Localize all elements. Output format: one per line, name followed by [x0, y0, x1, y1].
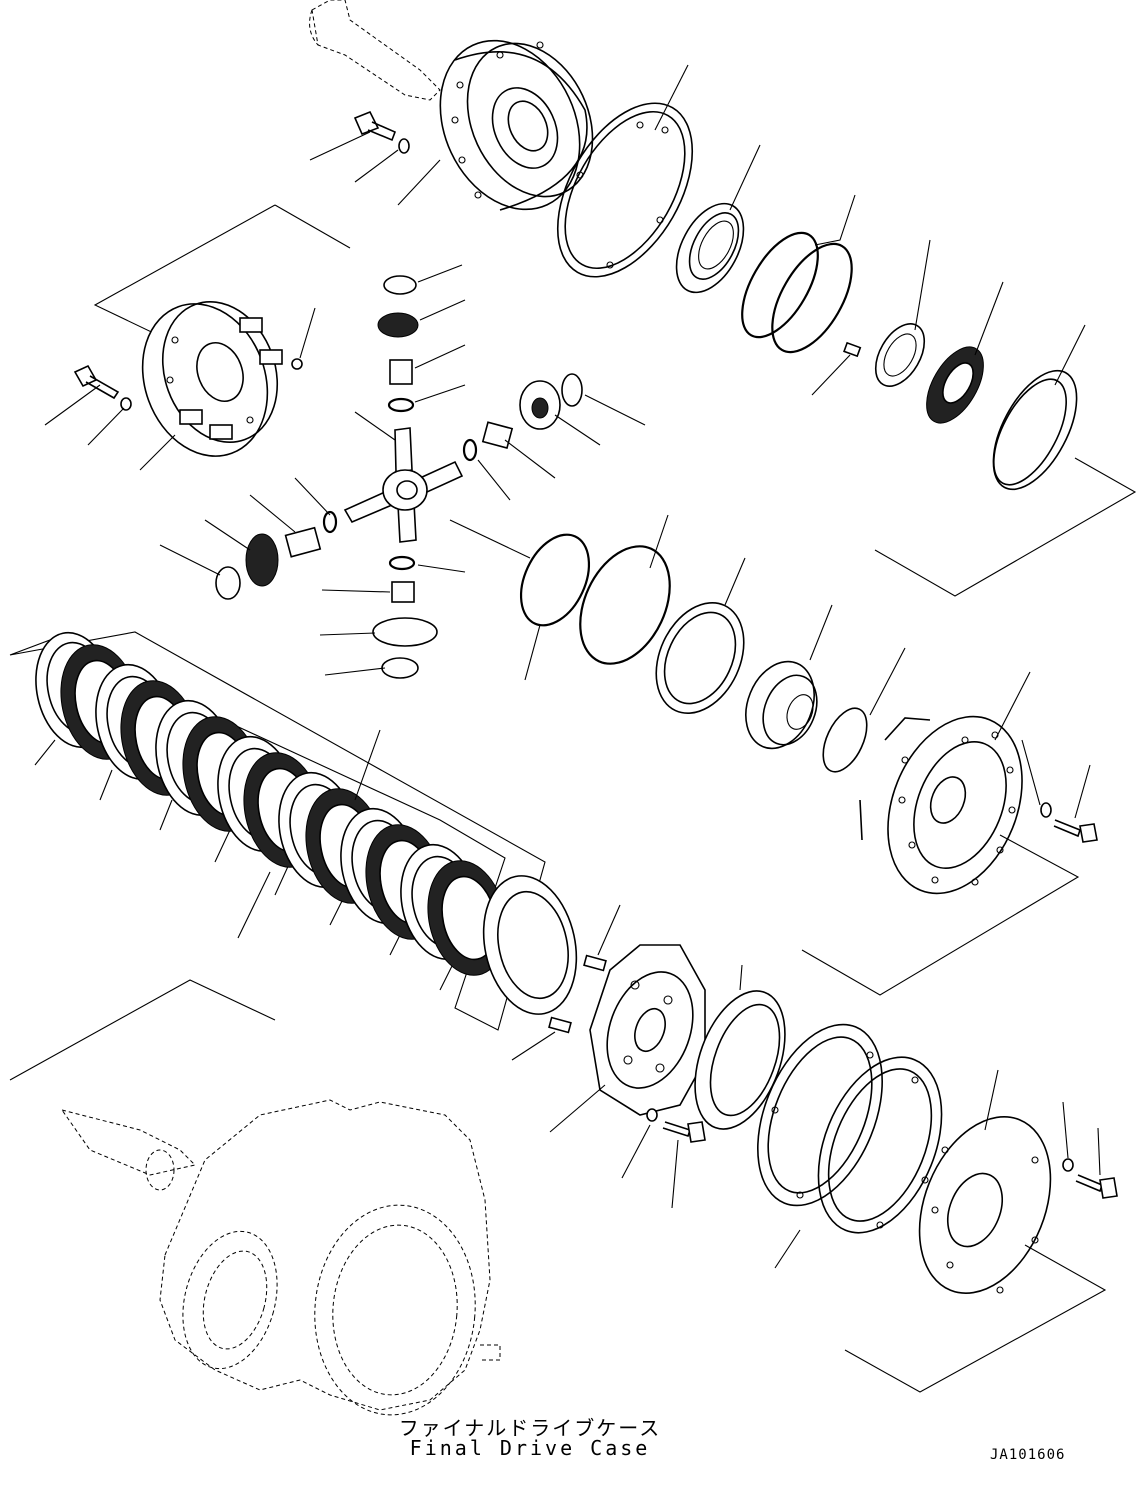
middle-o-rings: [519, 533, 671, 665]
top-bolt: [353, 110, 410, 154]
leader-lines-middle: [524, 514, 1091, 996]
drawing-code: JA101606: [990, 1447, 1066, 1463]
top-thrust-washer: [843, 323, 926, 387]
leader-lines-lower: [9, 904, 1107, 1393]
final-drive-case-outline: [60, 1099, 501, 1416]
pinion-upper: [377, 275, 419, 413]
leader-lines-clutch: [237, 729, 381, 939]
top-shaft: [309, 0, 441, 101]
top-snap-rings: [741, 231, 853, 354]
carrier-housing: [439, 39, 594, 211]
clutch-discs: [35, 631, 578, 1015]
lower-bearing: [694, 990, 786, 1130]
lower-cover-plate: [918, 1115, 1052, 1295]
lower-pins: [548, 954, 607, 1034]
middle-bearing: [745, 660, 818, 750]
top-gasket: [556, 102, 694, 278]
lower-gaskets: [757, 1023, 943, 1234]
lower-right-bolt: [1062, 1158, 1118, 1199]
caption-japanese: ファイナルドライブケース: [398, 1416, 662, 1440]
top-bevel-gear: [926, 346, 984, 424]
left-bolt: [73, 364, 132, 411]
leader-lines-left: [44, 307, 316, 471]
right-mid-bolt: [1040, 802, 1098, 843]
middle-thrust-washer: [822, 707, 868, 773]
differential-case-right: [859, 715, 1023, 895]
caption-english: Final Drive Case: [409, 1436, 651, 1460]
pinion-lower: [372, 555, 438, 679]
lower-sprocket-gear: [589, 944, 706, 1116]
pinion-left: [215, 510, 338, 600]
lower-bolt: [646, 1108, 706, 1143]
top-race-ring: [992, 369, 1078, 491]
middle-seal: [655, 601, 745, 715]
leader-lines-center: [159, 264, 646, 676]
spider-cross: [343, 427, 464, 543]
differential-case-left: [141, 300, 303, 457]
pinion-right: [462, 373, 583, 462]
